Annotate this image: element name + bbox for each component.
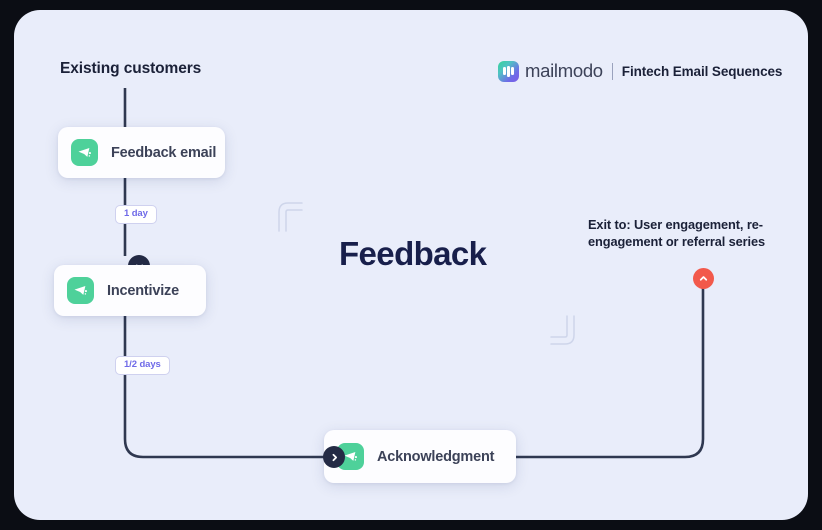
rounded-corner-top-left-icon xyxy=(278,202,303,232)
flow-node-label: Acknowledgment xyxy=(377,448,495,465)
email-send-icon xyxy=(71,139,98,166)
brand-subtitle: Fintech Email Sequences xyxy=(621,63,783,79)
chevron-right-icon[interactable] xyxy=(323,446,345,468)
exit-chevron-up-icon[interactable] xyxy=(693,268,714,289)
flow-node-incentivize[interactable]: Incentivize xyxy=(54,265,206,316)
delay-pill-half-day[interactable]: 1/2 days xyxy=(115,356,170,375)
exit-note-label: Exit to: User engagement, re-engagement … xyxy=(588,217,766,249)
wire-delay2-to-acknowledgment xyxy=(123,375,324,459)
entry-point-label: Existing customers xyxy=(60,60,202,77)
flow-node-label: Feedback email xyxy=(111,144,217,161)
email-send-icon xyxy=(67,277,94,304)
flow-node-feedback-email[interactable]: Feedback email xyxy=(58,127,225,178)
rounded-corner-bottom-right-icon xyxy=(550,315,575,345)
delay-pill-1-day[interactable]: 1 day xyxy=(115,205,157,224)
brand-divider xyxy=(611,62,613,80)
mailmodo-logo-icon xyxy=(498,60,519,82)
flow-canvas-panel: Existing customers mailmodo Fintech Emai… xyxy=(14,10,808,520)
brand-header: mailmodo Fintech Email Sequences xyxy=(498,59,782,83)
flow-node-label: Incentivize xyxy=(107,282,179,299)
wire-acknowledgment-to-exit xyxy=(516,279,705,459)
brand-wordmark: mailmodo xyxy=(525,60,603,81)
page-title: Feedback xyxy=(339,235,487,272)
flow-node-acknowledgment[interactable]: Acknowledgment xyxy=(324,430,516,483)
